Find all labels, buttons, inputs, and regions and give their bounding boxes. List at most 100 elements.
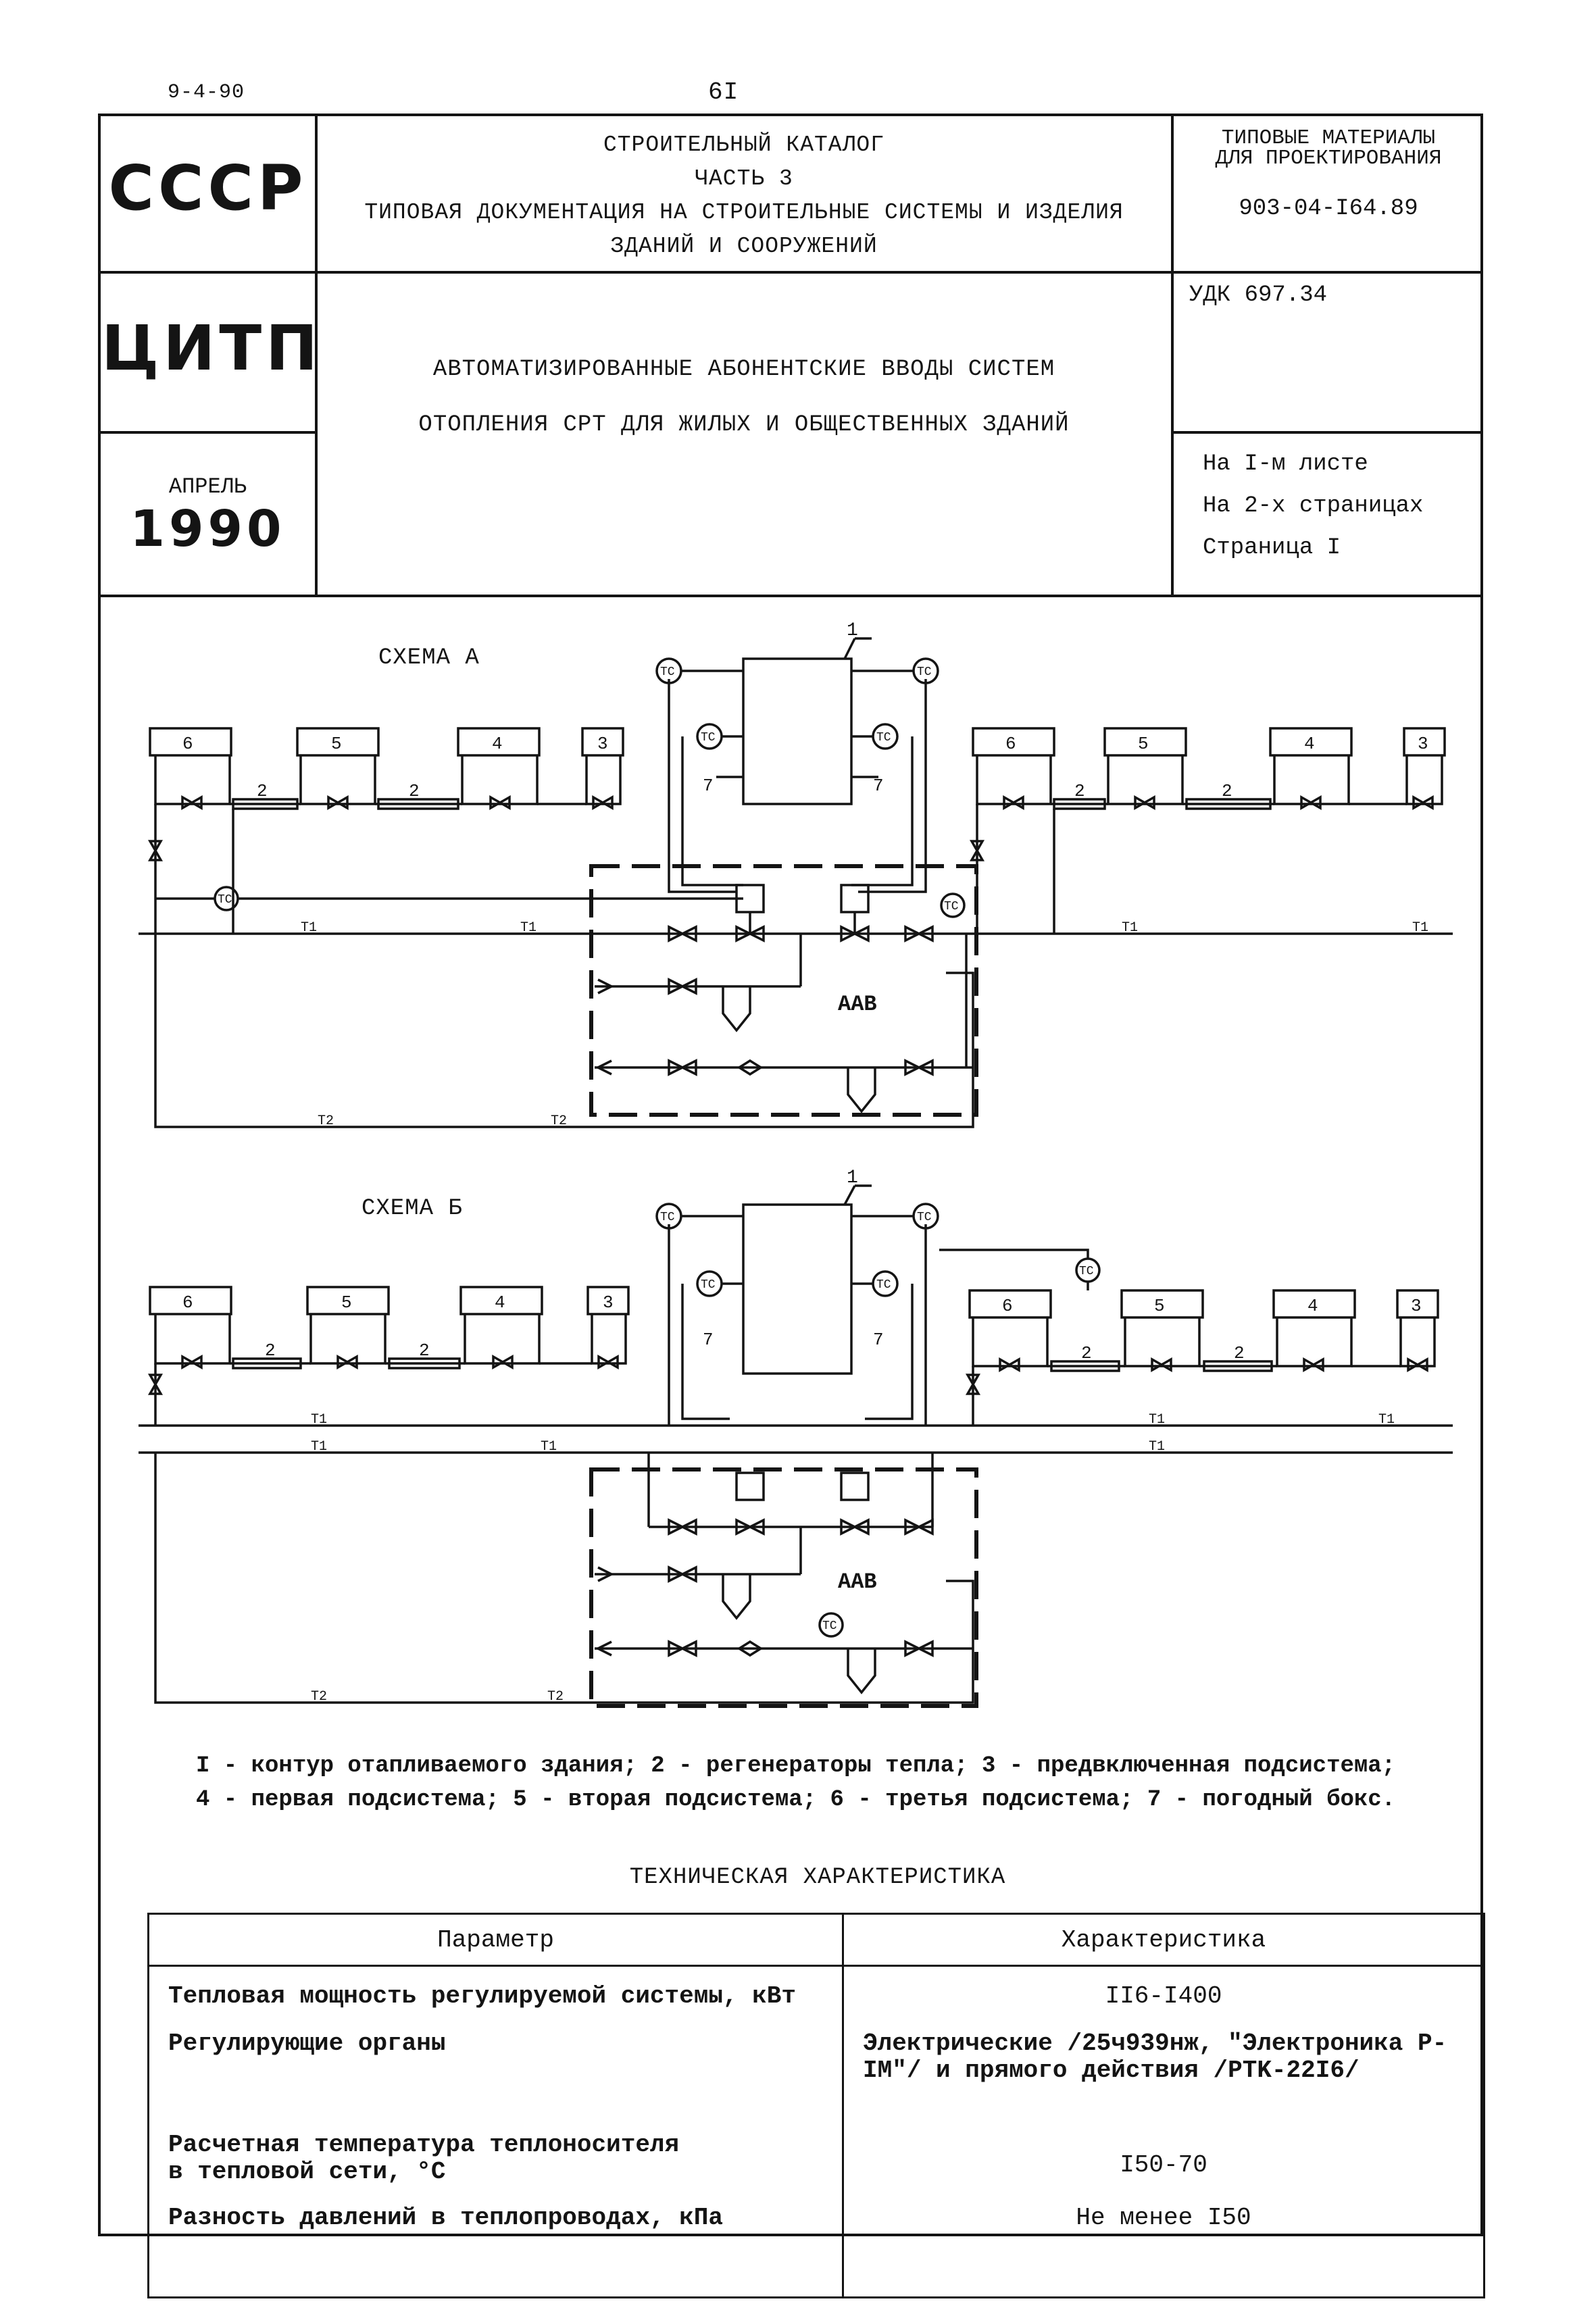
tech-table: Параметр Характеристика Тепловая мощност… [147,1913,1485,2298]
sub-5-b-l: 5 [341,1292,352,1313]
year-label: 1990 [130,500,286,558]
aav-b: ААВ [838,1569,877,1594]
t1-b-5: Т1 [1149,1439,1165,1455]
reg-a-1: 2 [257,781,268,801]
sheet-info-2: На 2-х страницах [1203,493,1424,519]
param-3: Расчетная температура теплоносителя в те… [168,2131,680,2186]
regenerator-a-4 [1185,798,1272,810]
aav-a: ААВ [838,992,877,1017]
sub-4-b-l: 4 [495,1292,505,1313]
t1-a-4: Т1 [1412,920,1428,936]
page-number: 6I [708,78,739,106]
subsystem-5-a-right [1103,727,1187,757]
udk-code: УДК 697.34 [1189,282,1328,308]
sheet-info-1: На I-м листе [1203,451,1368,477]
sensor-b-4: ТС [876,1278,891,1292]
subsystem-6-b-left [149,1286,232,1315]
sub-6-b-l: 6 [182,1292,193,1313]
sensor-a-5: ТС [218,893,232,907]
box-b-r: 7 [873,1330,884,1350]
subsystem-3-b-left [587,1286,630,1315]
subsystem-6-b-right [968,1289,1052,1319]
building-contour-b [742,1203,853,1375]
sub-6-b-r: 6 [1002,1296,1013,1316]
pipe-t2-a [154,934,974,1128]
subsystem-3-b-right [1396,1289,1439,1319]
reg-a-4: 2 [1222,781,1232,801]
t1-b-1: Т1 [311,1412,327,1428]
tech-body-row: Тепловая мощность регулируемой системы, … [147,1965,1485,2298]
reg-b-3: 2 [1081,1343,1092,1363]
catalog-line-4: ЗДАНИЙ И СООРУЖЕНИЙ [610,234,878,259]
sub-4-a-r: 4 [1304,734,1315,754]
sensor-b-5: ТС [1079,1265,1094,1278]
doc-title-line-1: АВТОМАТИЗИРОВАННЫЕ АБОНЕНТСКИЕ ВВОДЫ СИС… [432,357,1055,382]
sub-3-a-r: 3 [1418,734,1428,754]
materials-label: ТИПОВЫЕ МАТЕРИАЛЫ ДЛЯ ПРОЕКТИРОВАНИЯ [1174,128,1483,169]
regenerator-a-2 [377,798,459,810]
sub-3-b-l: 3 [603,1292,614,1313]
t1-b-4: Т1 [1149,1412,1165,1428]
aav-box-a [589,864,978,1117]
sensor-a-3: ТС [701,731,716,745]
building-contour-a [742,657,853,805]
catalog-line-3: ТИПОВАЯ ДОКУМЕНТАЦИЯ НА СТРОИТЕЛЬНЫЕ СИС… [364,200,1124,225]
col-char-header: Характеристика [842,1913,1485,1967]
param-4: Разность давлений в теплопроводах, кПа [168,2204,723,2232]
col-param-header: Параметр [147,1913,845,1967]
box-a-r: 7 [873,776,884,796]
doc-title-line-2: ОТОПЛЕНИЯ СРТ ДЛЯ ЖИЛЫХ И ОБЩЕСТВЕННЫХ З… [418,412,1070,438]
materials-line-1: ТИПОВЫЕ МАТЕРИАЛЫ [1221,126,1436,150]
legend-line-1: I - контур отапливаемого здания; 2 - рег… [196,1753,1396,1779]
sub-3-b-r: 3 [1411,1296,1422,1316]
sub-5-a-l: 5 [331,734,342,754]
sub-4-b-r: 4 [1307,1296,1318,1316]
sensor-b-6: ТС [822,1619,837,1633]
sub-4-a-l: 4 [492,734,503,754]
catalog-line-1: СТРОИТЕЛЬНЫЙ КАТАЛОГ [603,132,885,157]
sub-3-a-l: 3 [597,734,608,754]
tech-title: ТЕХНИЧЕСКАЯ ХАРАКТЕРИСТИКА [629,1865,1006,1890]
sub-6-a-l: 6 [182,734,193,754]
t2-b-1: Т2 [311,1689,327,1705]
value-3: I50-70 [1120,2151,1207,2179]
value-cell: II6-I400 Электрические /25ч939нж, "Элект… [842,1965,1485,2298]
subsystem-5-a-left [296,727,380,757]
reg-b-1: 2 [265,1340,276,1361]
sensor-b-3: ТС [701,1278,716,1292]
value-4: Не менее I50 [1076,2204,1251,2232]
subsystem-4-b-right [1272,1289,1356,1319]
month-label: АПРЕЛЬ [168,474,247,499]
param-2: Регулирующие органы [168,2030,446,2057]
box-b-l: 7 [703,1330,714,1350]
callout-b: 1 [847,1167,858,1188]
country-label: СССР [108,152,307,224]
scheme-b-title: СХЕМА Б [361,1196,463,1222]
tech-header-row: Параметр Характеристика [147,1913,1485,1967]
t2-a-1: Т2 [318,1113,334,1129]
subsystem-3-a-left [581,727,624,757]
subsystem-4-a-right [1269,727,1353,757]
value-1: II6-I400 [1105,1982,1222,2010]
t1-a-1: Т1 [301,920,317,936]
org-label: ЦИТП [101,312,322,384]
param-1: Тепловая мощность регулируемой системы, … [168,1982,796,2010]
sensor-a-2: ТС [917,665,932,679]
sensor-b-1: ТС [660,1211,675,1224]
reg-a-2: 2 [409,781,420,801]
aav-box-b [589,1467,978,1708]
subsystem-5-b-right [1120,1289,1204,1319]
t2-b-2: Т2 [547,1689,564,1705]
reg-b-4: 2 [1234,1343,1245,1363]
scheme-a-title: СХЕМА А [378,645,480,671]
regenerator-a-3 [1053,798,1106,810]
sensor-b-2: ТС [917,1211,932,1224]
t1-a-3: Т1 [1122,920,1138,936]
sensor-a-4: ТС [876,731,891,745]
subsystem-6-a-right [972,727,1055,757]
t2-a-2: Т2 [551,1113,567,1129]
callout-a: 1 [847,620,858,641]
catalog-line-2: ЧАСТЬ 3 [695,166,793,191]
box-a-l: 7 [703,776,714,796]
